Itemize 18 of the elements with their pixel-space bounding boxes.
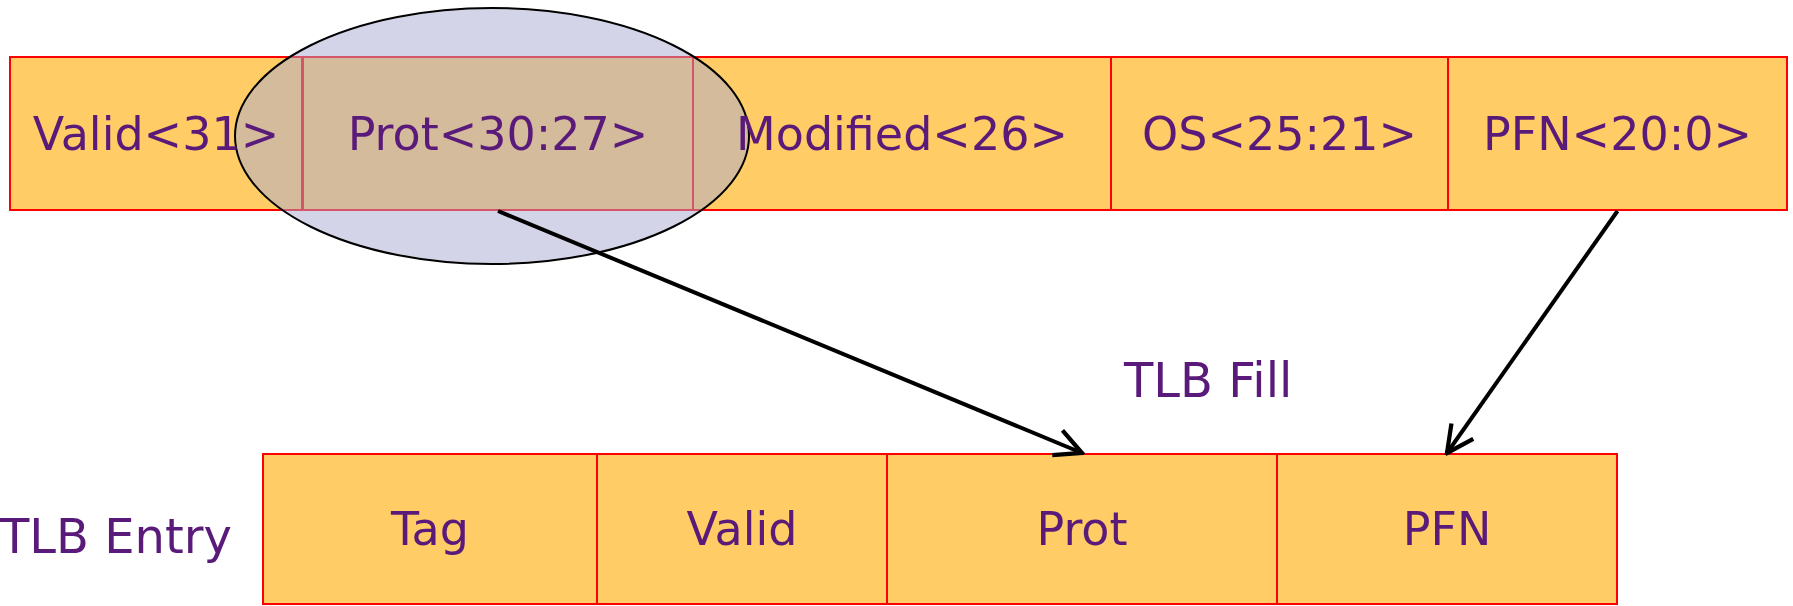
field-name: OS<25:21> — [1141, 106, 1418, 161]
field-name: PFN — [1402, 502, 1492, 556]
field-cell — [596, 453, 888, 605]
diagram-label: TLB Entry — [0, 508, 232, 564]
diagram-label: TLB Fill — [1124, 352, 1293, 408]
field-name: Prot<30:27> — [347, 106, 649, 161]
field-cell — [1447, 56, 1788, 211]
field-name: Tag — [391, 502, 469, 556]
field-name: Prot — [1036, 502, 1128, 556]
field-name: Valid — [686, 502, 798, 556]
field-cell — [1110, 56, 1449, 211]
arrow — [497, 209, 1085, 458]
field-cell — [1276, 453, 1618, 605]
field-cell — [302, 56, 694, 211]
field-cell — [886, 453, 1278, 605]
field-name: PFN<20:0> — [1483, 106, 1752, 161]
field-cell — [262, 453, 598, 605]
arrow — [1444, 209, 1620, 456]
